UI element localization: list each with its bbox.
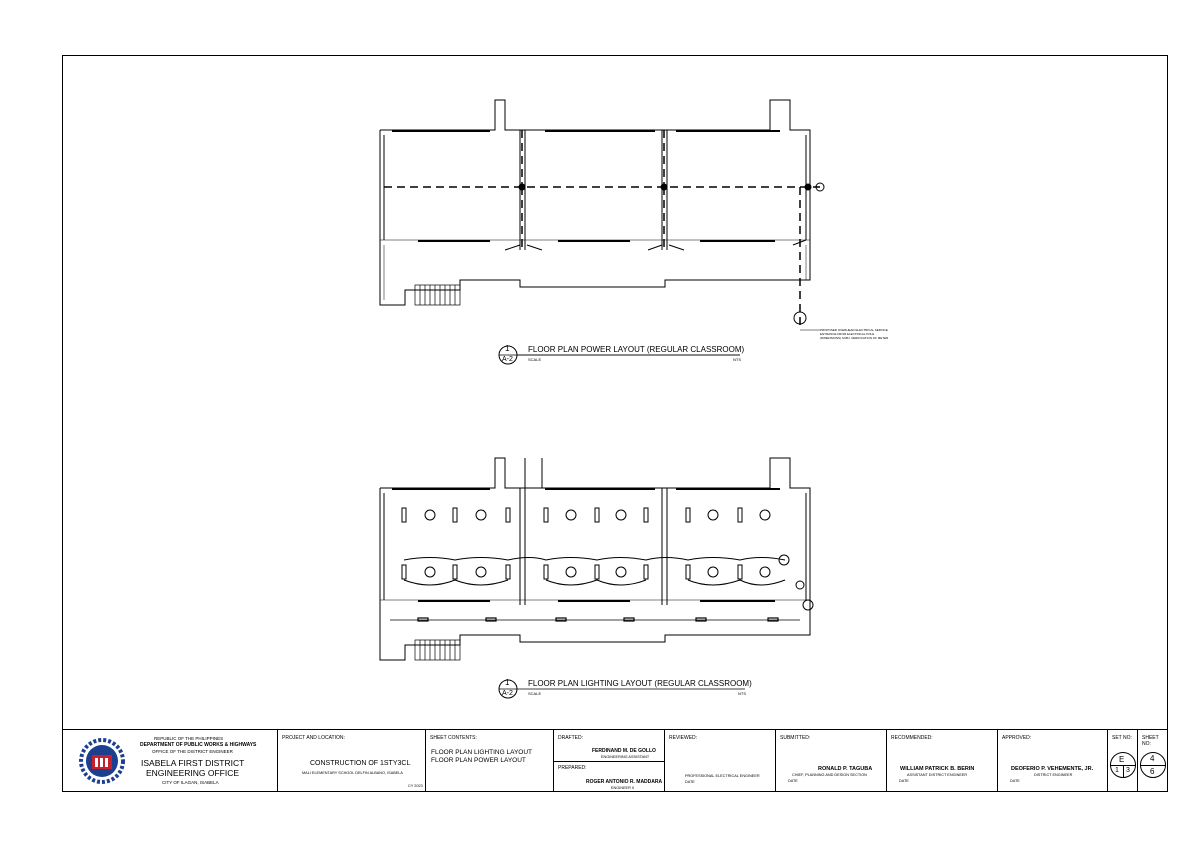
sheet-contents-line2: FLOOR PLAN POWER LAYOUT xyxy=(431,757,526,764)
set-no-cell: SET NO: E 1 3 xyxy=(1108,730,1138,792)
submitted-cell: SUBMITTED: RONALD P. TAGUBA CHIEF, PLANN… xyxy=(776,730,887,792)
approved-label: APPROVED: xyxy=(1002,735,1032,741)
prepared-title: ENGINEER II xyxy=(611,786,634,790)
lighting-scale-label: SCALE xyxy=(528,691,542,696)
reviewed-label: REVIEWED: xyxy=(669,735,698,741)
drafted-prepared-cell: DRAFTED: FERDINAND M. DE GOLLO ENGINEERI… xyxy=(554,730,665,792)
title-block: REPUBLIC OF THE PHILIPPINES DEPARTMENT O… xyxy=(62,729,1168,792)
office-name-line2: ENGINEERING OFFICE xyxy=(146,768,240,778)
lighting-drawing-title: FLOOR PLAN LIGHTING LAYOUT (REGULAR CLAS… xyxy=(528,679,752,688)
drafted-title: ENGINEERING ASSISTANT xyxy=(601,755,650,759)
sheet-no-number: 4 xyxy=(1150,754,1155,763)
approved-date: DATE xyxy=(1010,779,1020,783)
approved-cell: APPROVED: DEOFERIO P. VEHEMENTE, JR. DIS… xyxy=(998,730,1108,792)
set-no-number: 1 xyxy=(1115,767,1119,774)
set-no-label: SET NO: xyxy=(1112,735,1132,741)
lighting-sheet-ref: A-2 xyxy=(502,690,513,697)
power-scale-value: NTS xyxy=(733,357,741,362)
submitted-date: DATE xyxy=(788,779,798,783)
recommended-cell: RECOMMENDED: WILLIAM PATRICK B. BERIN AS… xyxy=(887,730,998,792)
office-name-line1: ISABELA FIRST DISTRICT xyxy=(141,758,245,768)
prepared-name: ROGER ANTONIO R. MADDARA xyxy=(586,779,663,785)
sheet-no-label: SHEET NO: xyxy=(1142,735,1159,747)
reviewed-cell: REVIEWED: PROFESSIONAL ELECTRICAL ENGINE… xyxy=(665,730,776,792)
recommended-date: DATE xyxy=(899,779,909,783)
submitted-name: RONALD P. TAGUBA xyxy=(818,766,873,772)
submitted-label: SUBMITTED: xyxy=(780,735,811,741)
agency-line3: OFFICE OF THE DISTRICT ENGINEER xyxy=(152,749,233,754)
reviewed-date: DATE xyxy=(685,780,695,784)
agency-line1: REPUBLIC OF THE PHILIPPINES xyxy=(154,736,224,741)
recommended-title: ASSISTANT DISTRICT ENGINEER xyxy=(907,773,968,777)
sheet-contents-line1: FLOOR PLAN LIGHTING LAYOUT xyxy=(431,749,533,756)
power-drawing-title: FLOOR PLAN POWER LAYOUT (REGULAR CLASSRO… xyxy=(528,345,745,354)
prepared-label: PREPARED: xyxy=(558,765,587,771)
power-scale-label: SCALE xyxy=(528,357,542,362)
recommended-name: WILLIAM PATRICK B. BERIN xyxy=(900,766,975,772)
recommended-label: RECOMMENDED: xyxy=(891,735,933,741)
lighting-scale-value: NTS xyxy=(738,691,746,696)
agency-city: CITY OF ILAGAN, ISABELA xyxy=(162,780,219,785)
agency-line2: DEPARTMENT OF PUBLIC WORKS & HIGHWAYS xyxy=(140,742,257,748)
sheet-no-cell: SHEET NO: 4 6 xyxy=(1138,730,1166,792)
submitted-title: CHIEF, PLANNING AND DESIGN SECTION xyxy=(792,773,867,777)
approved-title: DISTRICT ENGINEER xyxy=(1034,773,1073,777)
project-label: PROJECT AND LOCATION: xyxy=(282,735,345,741)
set-no-letter: E xyxy=(1119,755,1125,764)
reviewed-title: PROFESSIONAL ELECTRICAL ENGINEER xyxy=(685,774,760,778)
drafted-name: FERDINAND M. DE GOLLO xyxy=(592,748,656,754)
dpwh-logo-icon xyxy=(79,738,125,784)
project-cy: CY 2023 xyxy=(408,784,423,788)
project-cell: PROJECT AND LOCATION: CONSTRUCTION OF 1S… xyxy=(278,730,426,792)
agency-cell: REPUBLIC OF THE PHILIPPINES DEPARTMENT O… xyxy=(62,730,278,792)
set-no-of: 3 xyxy=(1126,767,1130,774)
sheet-contents-label: SHEET CONTENTS: xyxy=(430,735,477,741)
power-drawing-number: 1 xyxy=(505,344,510,353)
lighting-drawing-number: 1 xyxy=(505,678,510,687)
sheet-no-of: 6 xyxy=(1150,767,1155,776)
power-sheet-ref: A-2 xyxy=(502,356,513,363)
service-entrance-note: PROPOSED OVERHEAD ELECTRICAL SERVICE ENT… xyxy=(820,328,889,340)
project-location: MALI ELEMENTARY SCHOOL DELFIN ALBANO, IS… xyxy=(302,771,403,775)
approved-name: DEOFERIO P. VEHEMENTE, JR. xyxy=(1011,766,1094,772)
drafted-label: DRAFTED: xyxy=(558,735,583,741)
project-name: CONSTRUCTION OF 1STY3CL xyxy=(310,760,411,767)
sheet-contents-cell: SHEET CONTENTS: FLOOR PLAN LIGHTING LAYO… xyxy=(426,730,554,792)
drawing-sheet-border xyxy=(62,55,1168,792)
